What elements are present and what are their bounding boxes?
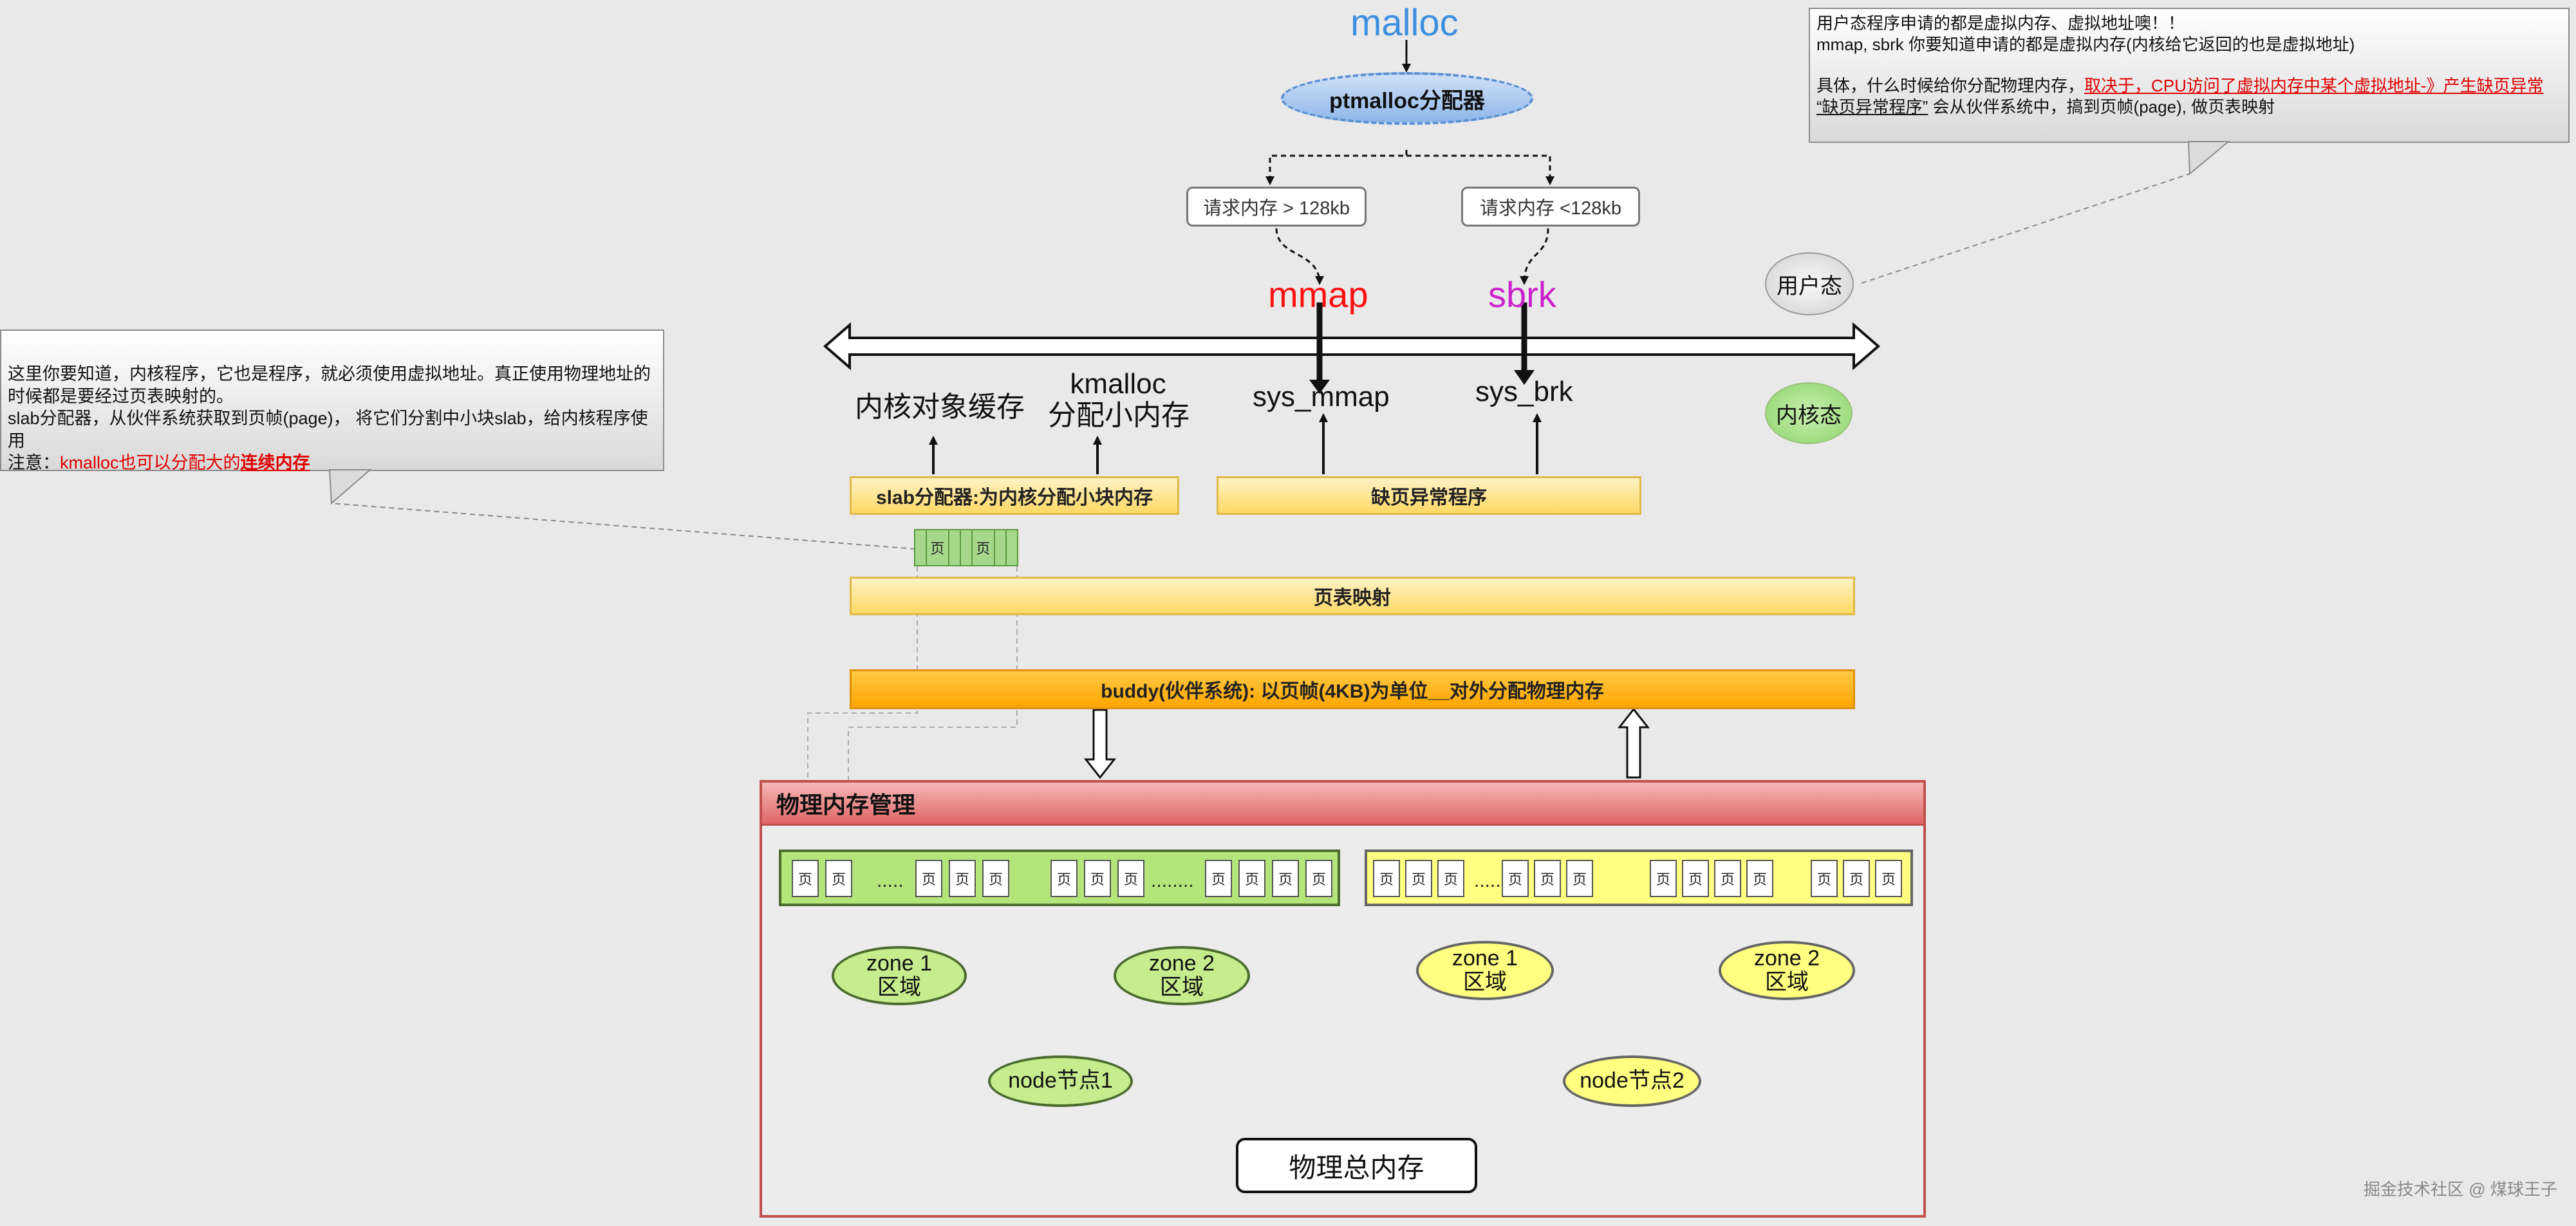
note-highlight: kmalloc也可以分配大的 [60,453,241,473]
watermark: 掘金技术社区 @ 煤球王子 [2364,1180,2557,1199]
total-physical-memory: 物理总内存 [1236,1138,1477,1193]
zone-suffix: 区域 [1765,970,1809,994]
page-frame: 页 [1566,860,1593,897]
note-line: 具体，什么时候给你分配物理内存，取决于，CPU访问了虚拟内存中某个虚拟地址-》产… [1816,75,2562,97]
mmap-label: mmap [1268,274,1368,315]
page-frame: 页 [1875,860,1902,897]
sbrk-label: sbrk [1488,274,1556,315]
page-frame: 页 [1238,860,1265,897]
page-frame: 页 [982,860,1009,897]
note-highlight: 取决于，CPU访问了虚拟内存中某个虚拟地址-》产生缺页异常 [2084,75,2544,95]
note-line: 用户态程序申请的都是虚拟内存、虚拟地址噢！！ [1816,14,2185,33]
request-large-box: 请求内存 > 128kb [1186,187,1367,227]
note-line: slab分配器，从伙伴系统获取到页帧(page)， 将它们分割中小块slab，给… [8,409,648,450]
note-line: 这里你要知道，内核程序，它也是程序，就必须使用虚拟地址。真正使用物理地址的时候都… [8,364,651,406]
sys-mmap-label: sys_mmap [1253,381,1390,413]
node1-zone1: zone 1 区域 [832,946,967,1005]
user-mode-note: 用户态程序申请的都是虚拟内存、虚拟地址噢！！ mmap, sbrk 你要知道申请… [1809,8,2570,143]
page-fault-handler-bar: 缺页异常程序 [1217,476,1641,515]
note-spacer [1816,56,2562,75]
page-frame: 页 [1437,860,1464,897]
page-frame: 页 [1272,860,1299,897]
slab-pages: 页 页 [914,529,1018,566]
note-text: 注意： [8,453,60,473]
node2-zone1: zone 1 区域 [1416,941,1554,1000]
sys-brk-label: sys_brk [1475,376,1573,407]
note-line: “缺页异常程序” 会从伙伴系统中，搞到页帧(page), 做页表映射 [1816,97,2562,118]
page-frame: 页 [1502,860,1529,897]
physical-memory-title: 物理内存管理 [762,783,1923,826]
note-underlined: “缺页异常程序” [1816,97,1928,116]
kmalloc-label: kmalloc 分配小内存 [1048,368,1190,432]
malloc-title: malloc [1350,2,1459,44]
node1-zone2: zone 2 区域 [1114,946,1250,1005]
zone-name: zone 2 [1753,945,1820,971]
page-frame: 页 [1405,860,1432,897]
buddy-system-bar: buddy(伙伴系统): 以页帧(4KB)为单位__对外分配物理内存 [850,669,1855,709]
request-small-box: 请求内存 <128kb [1461,187,1640,227]
note-text: 具体，什么时候给你分配物理内存， [1816,75,2085,95]
note-highlight-bold: 连续内存 [240,453,310,473]
slab-page-sliver [1007,530,1017,565]
page-frame: 页 [1650,860,1677,897]
page-frame: 页 [825,860,852,897]
page-frame: 页 [1682,860,1709,897]
page-frame: 页 [1746,860,1773,897]
ellipsis: ..... [877,870,904,891]
kmalloc-label-line1: kmalloc [1070,368,1166,400]
page-frame: 页 [1373,860,1400,897]
slab-page: 页 [973,530,995,565]
user-mode-label: 用户态 [1765,252,1854,315]
page-frame: 页 [1843,860,1870,897]
node2-zone2: zone 2 区域 [1719,941,1855,1000]
page-frame: 页 [1305,860,1332,897]
page-frame: 页 [1205,860,1232,897]
page-frame: 页 [915,860,942,897]
zone-suffix: 区域 [877,975,921,999]
slab-page-sliver [949,530,961,565]
kernel-note: 这里你要知道，内核程序，它也是程序，就必须使用虚拟地址。真正使用物理地址的时候都… [0,330,664,474]
node1: node节点1 [988,1055,1133,1107]
zone-name: zone 2 [1148,951,1215,976]
kernel-object-cache-label: 内核对象缓存 [855,391,1025,423]
page-frame: 页 [1084,860,1111,897]
zone-name: zone 1 [866,951,933,976]
kernel-mode-label: 内核态 [1765,382,1853,444]
page-frame: 页 [1117,860,1144,897]
note-line: mmap, sbrk 你要知道申请的都是虚拟内存(内核给它返回的也是虚拟地址) [1816,35,2355,55]
page-frame: 页 [792,860,819,897]
slab-page-sliver [961,530,973,565]
page-frame: 页 [1714,860,1741,897]
page-frame: 页 [1811,860,1838,897]
page-frame: 页 [1534,860,1561,897]
slab-page-sliver [915,530,928,565]
kmalloc-label-line2: 分配小内存 [1048,400,1190,432]
zone-suffix: 区域 [1463,970,1507,994]
note-line: 注意：kmalloc也可以分配大的连续内存 [8,452,657,474]
ptmalloc-allocator: ptmalloc分配器 [1281,72,1533,125]
note-text: 会从伙伴系统中，搞到页帧(page), 做页表映射 [1928,97,2275,116]
slab-allocator-bar: slab分配器:为内核分配小块内存 [850,476,1179,515]
ellipsis: ..... [1474,870,1501,891]
page-frame: 页 [1050,860,1078,897]
slab-page: 页 [927,530,949,565]
node2: node节点2 [1563,1055,1701,1107]
zone-suffix: 区域 [1160,975,1204,999]
slab-page-sliver [995,530,1007,565]
ellipsis: ........ [1151,870,1194,891]
zone-name: zone 1 [1451,945,1518,971]
page-frame: 页 [949,860,976,897]
page-table-mapping-bar: 页表映射 [850,577,1855,615]
